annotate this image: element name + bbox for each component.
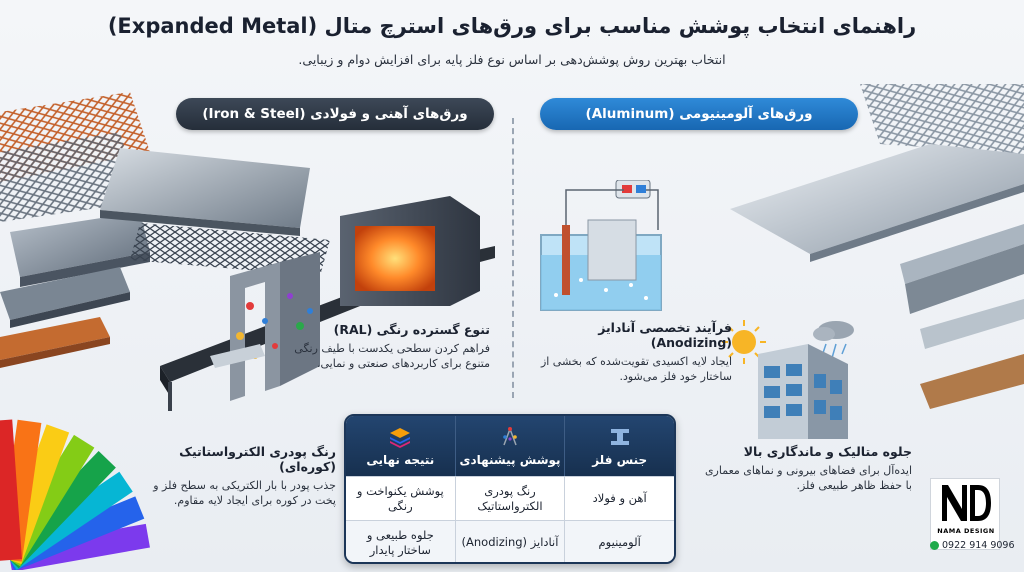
metallic-note-body: ایده‌آل برای فضاهای بیرونی و نماهای معما… — [704, 464, 912, 492]
anodizing-note-body: ایجاد لایه اکسیدی تقویت‌شده که بخشی از س… — [540, 355, 732, 383]
ral-color-fan-illustration — [0, 419, 150, 570]
steel-section-label: ورق‌های آهنی و فولادی (Iron & Steel) — [176, 98, 494, 130]
brand-phone-number: 0922 914 9096 — [942, 540, 1015, 551]
section-divider — [512, 118, 514, 398]
table-cell: آنادایز (Anodizing) — [454, 521, 565, 562]
metallic-note: جلوه متالیک و ماندگاری بالا ایده‌آل برای… — [700, 444, 912, 493]
ral-note-body: فراهم کردن سطحی یکدست با طیف رنگی متنوع … — [294, 342, 490, 370]
table-row: آلومینیوم آنادایز (Anodizing) جلوه طبیعی… — [346, 520, 674, 562]
anodizing-note: فرآیند تخصصی آنادایز (Anodizing) ایجاد ل… — [528, 320, 732, 384]
table-header-result-label: نتیجه نهایی — [366, 453, 435, 467]
ral-note: تنوع گسترده رنگی (RAL) فراهم کردن سطحی ی… — [286, 322, 490, 371]
table-header-result: نتیجه نهایی — [346, 416, 455, 476]
whatsapp-icon — [930, 541, 939, 550]
powder-coating-note-title: رنگ پودری الکترواستاتیک (کوره‌ای) — [179, 444, 336, 474]
comparison-table: جنس فلز پوشش پیشنهادی نتیجه نهایی آهن و … — [344, 414, 676, 564]
brand-name: NAMA DESIGN — [937, 527, 995, 535]
spray-particles-icon — [503, 427, 517, 446]
table-cell: جلوه طبیعی و ساختار پایدار — [366, 527, 434, 557]
table-cell: رنگ پودری الکترواستاتیک — [454, 477, 565, 520]
aluminum-section-label: ورق‌های آلومینیومی (Aluminum) — [540, 98, 858, 130]
brand-phone: 0922 914 9096 — [930, 540, 1020, 551]
metallic-note-title: جلوه متالیک و ماندگاری بالا — [743, 444, 912, 459]
table-header-metal-label: جنس فلز — [592, 453, 648, 467]
building-weather-illustration — [722, 320, 854, 439]
layered-result-icon — [390, 428, 411, 448]
table-cell: پوشش یکنواخت و رنگی — [356, 483, 444, 513]
table-header-metal: جنس فلز — [564, 416, 674, 476]
page-title: راهنمای انتخاب پوشش مناسب برای ورق‌های ا… — [107, 14, 917, 38]
powder-coating-note-body: جذب پودر با بار الکتریکی به سطح فلز و پخ… — [153, 479, 336, 507]
powder-coating-oven-illustration — [160, 196, 495, 411]
page-subtitle: انتخاب بهترین روش پوشش‌دهی بر اساس نوع ف… — [298, 52, 726, 67]
ral-note-title: تنوع گسترده رنگی (RAL) — [333, 322, 490, 337]
anodizing-tank-illustration — [540, 180, 662, 311]
nd-logo-icon — [942, 485, 991, 521]
brand-logo: NAMA DESIGN — [930, 478, 1000, 550]
table-cell: آهن و فولاد — [564, 477, 674, 520]
table-header: جنس فلز پوشش پیشنهادی نتیجه نهایی — [346, 416, 674, 476]
steel-beam-icon — [610, 429, 629, 445]
aluminum-sheets-illustration — [730, 84, 1024, 409]
table-cell: آلومینیوم — [564, 521, 674, 562]
table-row: آهن و فولاد رنگ پودری الکترواستاتیک پوشش… — [346, 476, 674, 520]
powder-coating-note: رنگ پودری الکترواستاتیک (کوره‌ای) جذب پو… — [142, 444, 336, 508]
table-header-coating-label: پوشش پیشنهادی — [459, 453, 561, 467]
table-header-coating: پوشش پیشنهادی — [454, 416, 565, 476]
anodizing-note-title: فرآیند تخصصی آنادایز (Anodizing) — [598, 320, 732, 350]
